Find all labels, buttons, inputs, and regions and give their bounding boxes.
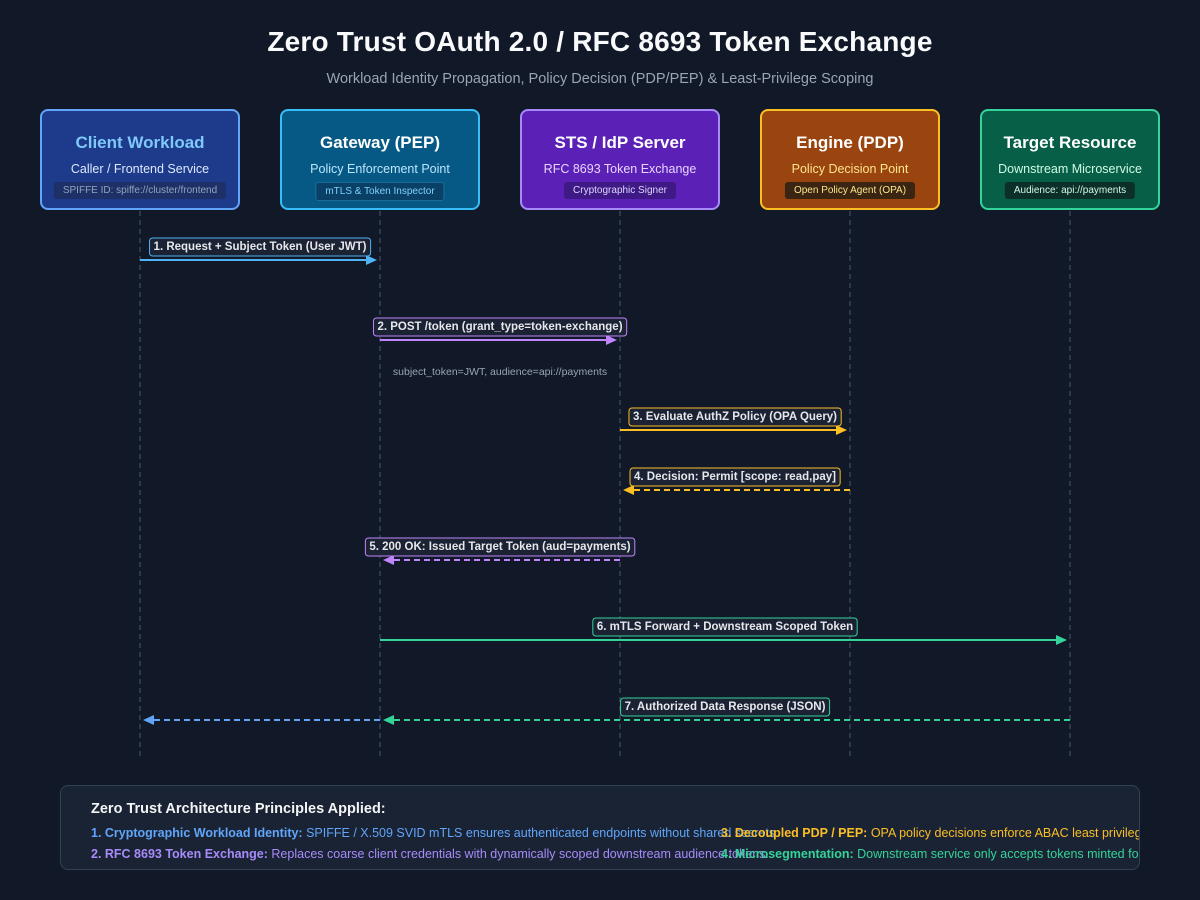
diagram-subtitle: Workload Identity Propagation, Policy De… (326, 71, 874, 87)
message-label: 5. 200 OK: Issued Target Token (aud=paym… (369, 541, 630, 553)
message-label-box (372, 317, 628, 337)
message-label-box (628, 407, 842, 427)
actor-name: Client Workload (75, 133, 205, 152)
lifelines (139, 211, 1071, 756)
principle-item: 2. RFC 8693 Token Exchange: Replaces coa… (91, 847, 769, 861)
actor-name: Gateway (PEP) (320, 133, 440, 152)
message-label-box (149, 237, 372, 257)
message-label: 2. POST /token (grant_type=token-exchang… (377, 321, 622, 333)
arrowhead-icon (1056, 635, 1067, 645)
message-7: 7. Authorized Data Response (JSON) (143, 697, 1070, 725)
arrowhead-icon (383, 555, 394, 565)
principle-text: SPIFFE / X.509 SVID mTLS ensures authent… (306, 826, 779, 840)
actor-sts-idp-server: STS / IdP Server RFC 8693 Token Exchange… (520, 109, 720, 210)
message-6: 6. mTLS Forward + Downstream Scoped Toke… (380, 617, 1067, 645)
actor-role: Caller / Frontend Service (70, 162, 210, 176)
actor-name: Engine (PDP) (796, 133, 904, 152)
principle-item: 1. Cryptographic Workload Identity: SPIF… (91, 826, 779, 840)
message-label-box (592, 617, 858, 637)
arrowhead-icon (366, 255, 377, 265)
actor-role: Policy Decision Point (791, 162, 909, 176)
message-label: 6. mTLS Forward + Downstream Scoped Toke… (597, 621, 853, 633)
principles-panel: Zero Trust Architecture Principles Appli… (60, 785, 1140, 870)
diagram-title: Zero Trust OAuth 2.0 / RFC 8693 Token Ex… (267, 26, 933, 57)
actor-role: Policy Enforcement Point (310, 162, 450, 176)
principle-item: 4. Microsegmentation: Downstream service… (721, 847, 1139, 861)
message-4: 4. Decision: Permit [scope: read,pay] (623, 467, 850, 495)
arrowhead-icon (143, 715, 154, 725)
arrowhead-icon (623, 485, 634, 495)
arrowhead-icon (836, 425, 847, 435)
message-label: 3. Evaluate AuthZ Policy (OPA Query) (633, 411, 837, 423)
principle-text: OPA policy decisions enforce ABAC least … (870, 826, 1140, 840)
actor-name: STS / IdP Server (554, 133, 686, 152)
principle-title: 3. Decoupled PDP / PEP: (721, 826, 868, 840)
messages: 1. Request + Subject Token (User JWT) 2. … (140, 237, 1070, 725)
actor-target-resource: Target Resource Downstream Microservice … (980, 109, 1160, 210)
principle-title: 2. RFC 8693 Token Exchange: (91, 847, 268, 861)
message-label: 7. Authorized Data Response (JSON) (625, 701, 826, 713)
message-label-box (620, 697, 831, 717)
principle-text: Replaces coarse client credentials with … (271, 847, 769, 861)
principle-title: 4. Microsegmentation: (721, 847, 854, 861)
message-3: 3. Evaluate AuthZ Policy (OPA Query) (620, 407, 847, 435)
arrowhead-icon (606, 335, 617, 345)
actor-role: Downstream Microservice (998, 162, 1142, 176)
message-label-box (629, 467, 841, 487)
actor-badge: mTLS & Token Inspector (315, 182, 445, 201)
message-5: 5. 200 OK: Issued Target Token (aud=paym… (364, 537, 636, 565)
actor-name: Target Resource (1003, 133, 1137, 152)
message-2: 2. POST /token (grant_type=token-exchang… (372, 317, 628, 378)
message-label: 4. Decision: Permit [scope: read,pay] (634, 471, 836, 483)
actor-engine-pdp: Engine (PDP) Policy Decision Point Open … (760, 109, 940, 210)
principles-title: Zero Trust Architecture Principles Appli… (91, 801, 386, 817)
message-note: subject_token=JWT, audience=api://paymen… (393, 366, 607, 378)
actor-badge: Cryptographic Signer (564, 182, 676, 199)
message-label: 1. Request + Subject Token (User JWT) (154, 241, 367, 253)
message-1: 1. Request + Subject Token (User JWT) (140, 237, 377, 265)
message-label-box (364, 537, 636, 557)
actor-badge: Open Policy Agent (OPA) (784, 182, 916, 199)
actor-role: RFC 8693 Token Exchange (543, 162, 697, 176)
actor-gateway-pep: Gateway (PEP) Policy Enforcement Point m… (280, 109, 480, 210)
principle-text: Downstream service only accepts tokens m… (857, 847, 1139, 861)
actor-client-workload: Client Workload Caller / Frontend Servic… (40, 109, 240, 210)
principle-title: 1. Cryptographic Workload Identity: (91, 826, 303, 840)
actor-badge: SPIFFE ID: spiffe://cluster/frontend (53, 182, 227, 199)
actor-badge: Audience: api://payments (1004, 182, 1136, 199)
principle-item: 3. Decoupled PDP / PEP: OPA policy decis… (721, 826, 1140, 840)
arrowhead-icon (383, 715, 394, 725)
